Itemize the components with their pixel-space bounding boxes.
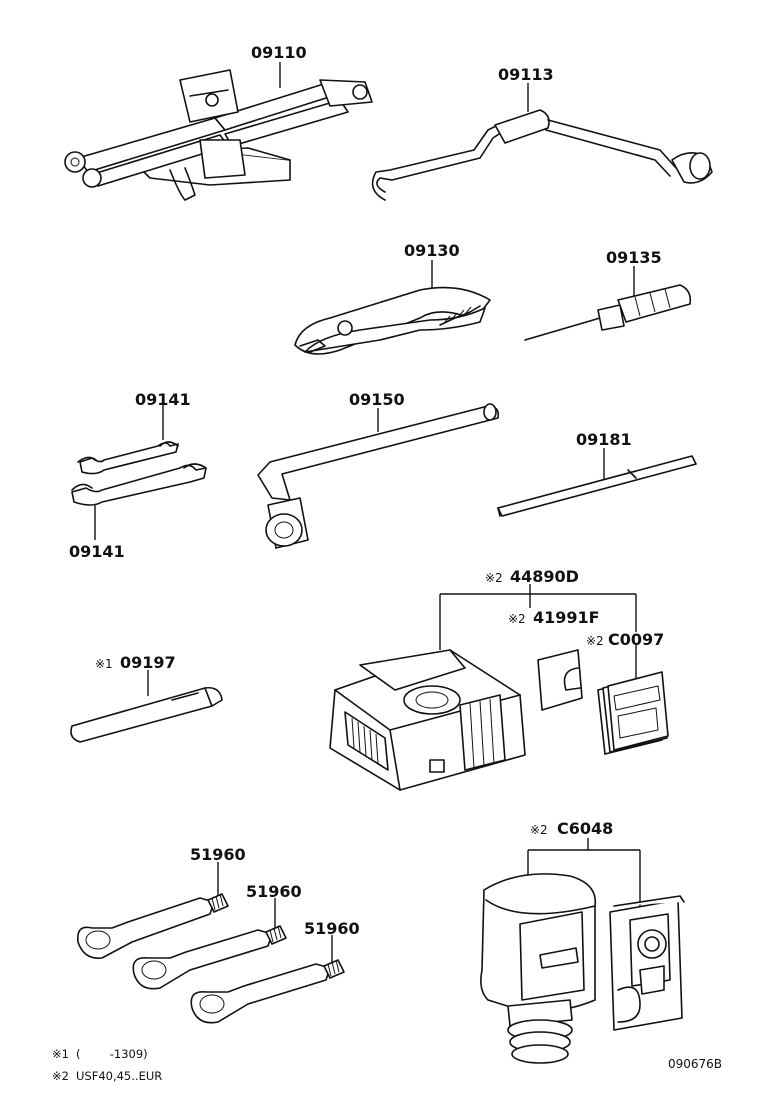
compressor-kit-leader-lines (439, 584, 637, 650)
part-label-jack-handle: 09113 (498, 65, 554, 84)
tool-bar-illustration (70, 670, 223, 743)
part-label-manual: C0097 (608, 630, 664, 649)
lug-wrench-illustration (257, 403, 500, 549)
part-prefix-sticker: ※2 (508, 612, 526, 626)
part-label-sealant-bottle: C6048 (557, 819, 613, 838)
wrenches-illustration (71, 405, 207, 540)
note-1-text: ( -1309) (76, 1047, 148, 1061)
part-label-tool-bar: 09197 (120, 653, 176, 672)
part-label-towing-eye-2: 51960 (246, 882, 302, 901)
part-label-wrench-top: 09141 (135, 390, 191, 409)
part-label-lug-wrench: 09150 (349, 390, 405, 409)
part-label-pliers: 09130 (404, 241, 460, 260)
part-label-screwdriver: 09135 (606, 248, 662, 267)
part-label-extension-bar: 09181 (576, 430, 632, 449)
towing-eye-3-illustration (190, 935, 345, 1024)
screwdriver-illustration (524, 266, 692, 341)
part-label-wrench-bottom: 09141 (69, 542, 125, 561)
part-label-towing-eye-3: 51960 (304, 919, 360, 938)
jack-handle-illustration (371, 83, 713, 201)
part-label-compressor-kit: 44890D (510, 567, 579, 586)
compressor-illustration (329, 649, 526, 791)
part-prefix-tool-bar: ※1 (95, 657, 113, 671)
part-prefix-compressor-kit: ※2 (485, 571, 503, 585)
towing-eye-2-illustration (132, 898, 287, 990)
sealant-bottle-illustration (480, 873, 597, 1064)
sealant-instruction-card-illustration (609, 895, 685, 1031)
pliers-illustration (294, 260, 491, 355)
part-label-jack: 09110 (251, 43, 307, 62)
scissor-jack-illustration (64, 62, 373, 201)
note-2-text: USF40,45..EUR (76, 1069, 162, 1083)
part-label-towing-eye-1: 51960 (190, 845, 246, 864)
drawing-reference-number: 090676B (668, 1057, 722, 1071)
towing-eye-1-illustration (76, 862, 229, 959)
note-1-marker: ※1 (52, 1047, 69, 1061)
part-prefix-sealant-bottle: ※2 (530, 823, 548, 837)
manual-illustration (597, 645, 669, 755)
sticker-illustration (537, 649, 583, 711)
part-label-sticker: 41991F (533, 608, 600, 627)
note-2-marker: ※2 (52, 1069, 69, 1083)
extension-bar-illustration (497, 448, 697, 517)
part-prefix-manual: ※2 (586, 634, 604, 648)
